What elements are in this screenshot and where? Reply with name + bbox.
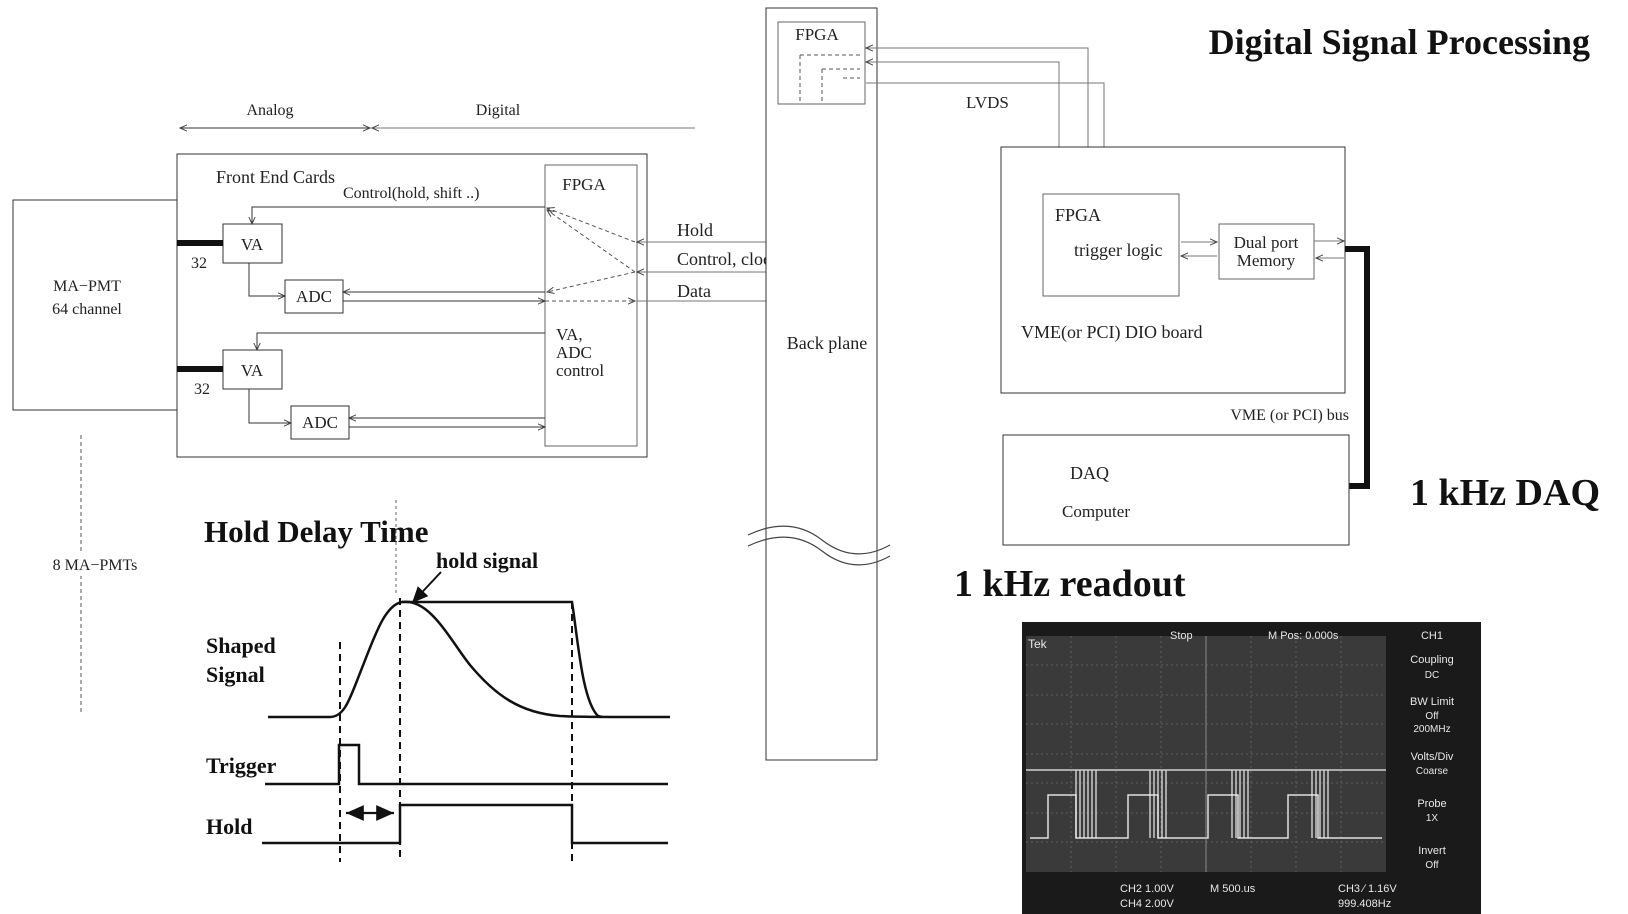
scope-freq: 999.408Hz (1338, 898, 1391, 910)
scope-bw-freq: 200MHz (1413, 724, 1450, 735)
analog-label: Analog (246, 102, 293, 119)
control-label: Control(hold, shift ..) (343, 185, 479, 202)
computer-label: Computer (1062, 502, 1130, 521)
dio-board: FPGA trigger logic Dual port Memory VME(… (1000, 146, 1346, 394)
daq-computer: DAQ Computer (1002, 434, 1350, 546)
backplane-label: Back plane (787, 333, 867, 353)
scope-invert: Invert (1418, 845, 1446, 857)
scope-timebase: M 500.us (1210, 883, 1256, 895)
timing-diagram: Hold Delay Time hold signal Shaped Signa… (204, 500, 671, 862)
shaped-label-1: Shaped (206, 633, 276, 658)
scope-ch3: CH3 ∕ 1.16V (1338, 883, 1397, 895)
pmt-label-2: 64 channel (52, 301, 122, 318)
backplane: FPGA Back plane (747, 7, 891, 761)
dio-fpga-label: FPGA (1055, 205, 1101, 225)
scope-brand: Tek (1028, 637, 1048, 651)
trigger-wave (265, 743, 668, 786)
scope-volts: Volts/Div (1411, 751, 1454, 763)
scope-invert-value: Off (1425, 860, 1438, 871)
va-chip-2 (222, 349, 283, 390)
front-end-title: Front End Cards (216, 167, 335, 187)
va-label-1: VA (241, 235, 264, 254)
shaped-label-2: Signal (206, 662, 265, 687)
memory-label-2: Memory (1237, 251, 1296, 270)
ch-count-1: 32 (191, 255, 207, 272)
data-label: Data (677, 281, 711, 301)
dio-board-label: VME(or PCI) DIO board (1021, 322, 1202, 343)
scope-probe: Probe (1417, 798, 1446, 810)
scope-channel: CH1 (1421, 630, 1443, 642)
pmt-count-label: 8 MA−PMTs (53, 557, 138, 574)
scope-ch4: CH4 2.00V (1120, 898, 1174, 910)
vme-bus-line (1345, 246, 1370, 489)
fe-fpga-label: FPGA (562, 175, 606, 194)
hold-signal-label: Hold (677, 220, 713, 240)
scope-coupling-value: DC (1425, 670, 1439, 681)
digital-label: Digital (476, 102, 521, 119)
pmt-label-1: MA−PMT (53, 278, 121, 295)
timing-title: Hold Delay Time (204, 514, 428, 549)
daq-label: DAQ (1070, 463, 1109, 483)
oscilloscope-screenshot: Tek Stop M Pos: 0.000s CH1 Coupling DC B… (1022, 622, 1481, 914)
scope-bw-value: Off (1425, 711, 1438, 722)
daq-rate-headline: 1 kHz DAQ (1410, 472, 1600, 514)
lvds-links: LVDS (866, 48, 1104, 195)
hold-wave (262, 803, 668, 845)
hold-signal-annotation: hold signal (436, 548, 538, 573)
bp-fpga-label: FPGA (795, 25, 839, 44)
adc-label-2: ADC (302, 413, 338, 432)
scope-coupling: Coupling (1410, 654, 1453, 666)
ma-pmt-box: MA−PMT 64 channel (12, 199, 179, 411)
scope-volts-value: Coarse (1416, 766, 1449, 777)
memory-label-1: Dual port (1234, 233, 1299, 252)
bus-label: VME (or PCI) bus (1230, 407, 1349, 424)
scope-status: Stop (1170, 630, 1193, 642)
scope-bw: BW Limit (1410, 696, 1454, 708)
readout-rate-headline: 1 kHz readout (954, 563, 1186, 605)
front-end-cards: Front End Cards Control(hold, shift ..) … (176, 153, 648, 458)
trigger-logic-label: trigger logic (1074, 240, 1162, 260)
va-label-2: VA (241, 361, 264, 380)
zone-indicator: Analog Digital (180, 102, 695, 128)
shaped-signal-wave (268, 600, 671, 719)
trigger-label: Trigger (206, 753, 277, 778)
va-control-1: VA, (556, 325, 583, 344)
page-title: Digital Signal Processing (1209, 22, 1590, 62)
va-control-3: control (556, 361, 604, 380)
va-control-2: ADC (556, 343, 592, 362)
control-clock-label: Control, clock (677, 249, 780, 269)
scope-probe-value: 1X (1426, 813, 1439, 824)
adc-label-1: ADC (296, 287, 332, 306)
scope-ch2: CH2 1.00V (1120, 883, 1174, 895)
scope-mpos: M Pos: 0.000s (1268, 630, 1339, 642)
lvds-label: LVDS (966, 93, 1009, 112)
ch-count-2: 32 (194, 381, 210, 398)
hold-label: Hold (206, 814, 252, 839)
adc-chip-2 (290, 405, 350, 440)
